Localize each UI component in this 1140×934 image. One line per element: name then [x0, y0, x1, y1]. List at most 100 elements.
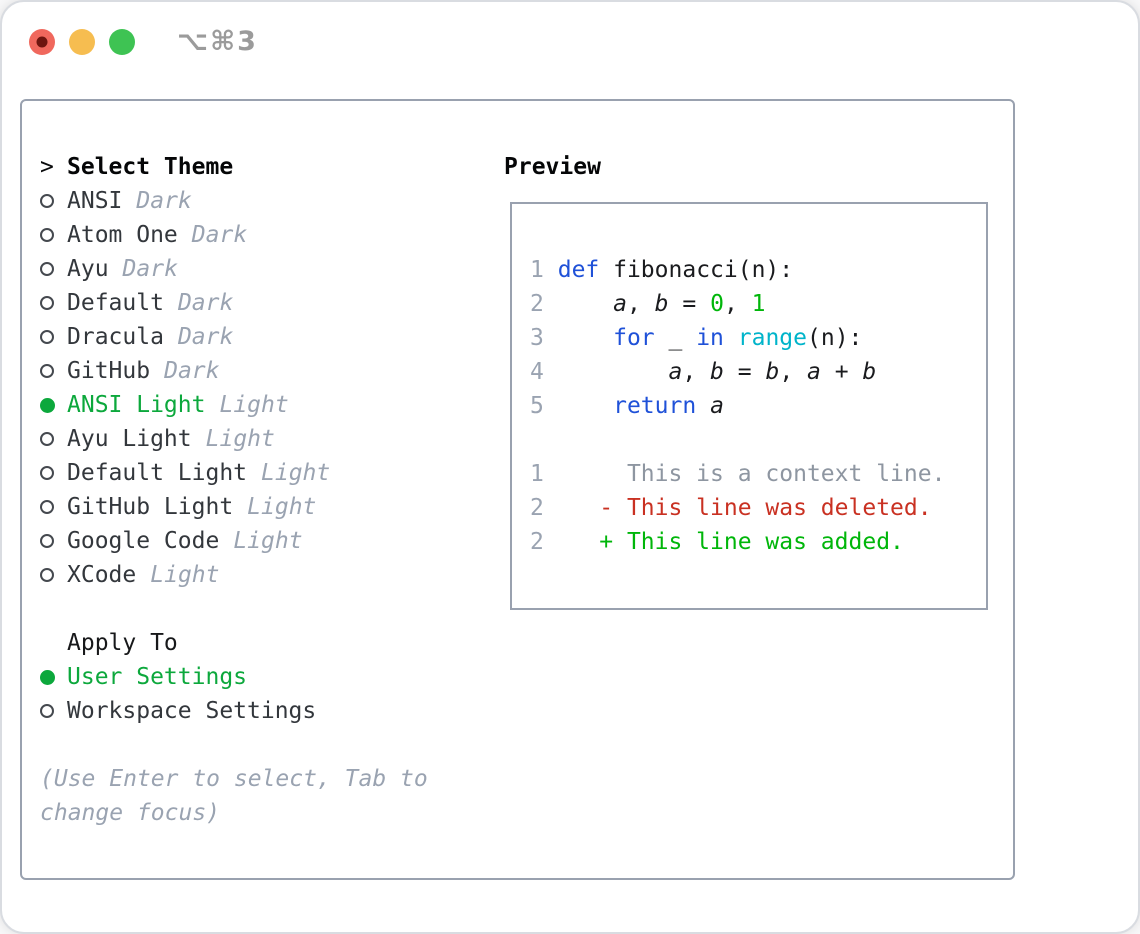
radio-marker-box [40, 432, 67, 446]
unsaved-changes-dot [36, 36, 48, 47]
maximize-button[interactable] [109, 28, 135, 55]
radio-marker-box [40, 194, 67, 208]
code-token: b [765, 359, 780, 385]
radio-marker-box [40, 568, 67, 582]
code-token: b [862, 359, 877, 385]
code-token [544, 257, 558, 283]
theme-variant-label: Light [205, 426, 275, 452]
theme-option-label: Atom One [67, 222, 178, 248]
theme-variant-label: Dark [177, 324, 234, 350]
code-token: 1 [751, 291, 766, 317]
code-token: b [654, 291, 669, 317]
radio-marker-box [40, 704, 67, 718]
code-token: range [737, 325, 808, 351]
radio-icon [40, 194, 54, 208]
blank-line [530, 423, 986, 457]
code-token: , [626, 291, 655, 317]
theme-option-label: GitHub [67, 358, 151, 384]
theme-option-label: Google Code [67, 528, 220, 554]
theme-option-label: GitHub Light [67, 494, 234, 520]
radio-icon [40, 296, 54, 310]
radio-marker-box [40, 669, 67, 685]
radio-selected-icon [40, 669, 55, 685]
select-theme-title: Select Theme [67, 154, 234, 180]
code-token: a [613, 291, 627, 317]
line-number: 1 [530, 257, 544, 283]
code-token: (n): [807, 325, 863, 351]
window-titlebar: ⌥⌘3 [29, 26, 258, 57]
code-token [696, 393, 710, 419]
radio-marker-box [40, 330, 67, 344]
code-token: , [682, 359, 711, 385]
code-token: + This line was added. [543, 529, 904, 555]
theme-option-github-light[interactable]: GitHub Light Light [40, 490, 490, 524]
code-token: fibonacci(n): [599, 257, 794, 283]
apply-option-label: Workspace Settings [67, 698, 317, 724]
minimize-button[interactable] [69, 28, 95, 55]
diff-line: 1 This is a context line. [530, 457, 986, 491]
code-token: def [557, 257, 600, 283]
code-token: - This line was deleted. [543, 495, 932, 521]
line-number: 3 [530, 325, 544, 351]
theme-variant-label: Light [247, 494, 317, 520]
code-token: a [807, 359, 821, 385]
radio-icon [40, 364, 54, 378]
code-token [544, 325, 613, 351]
apply-option-workspace-settings[interactable]: Workspace Settings [40, 694, 490, 728]
theme-variant-label: Light [150, 562, 220, 588]
code-token: 0 [710, 291, 724, 317]
theme-option-label: Default Light [67, 460, 248, 486]
theme-option-ayu[interactable]: Ayu Dark [40, 252, 490, 286]
theme-variant-label: Light [233, 528, 303, 554]
line-number: 5 [530, 393, 544, 419]
code-token: This is a context line. [543, 461, 946, 487]
apply-to-label: Apply To [40, 626, 490, 660]
apply-option-user-settings[interactable]: User Settings [40, 660, 490, 694]
code-token: a [668, 359, 683, 385]
code-line: 3 for _ in range(n): [530, 321, 986, 355]
code-token: , [779, 359, 808, 385]
code-token: + [820, 359, 863, 385]
radio-marker-box [40, 262, 67, 276]
theme-option-label: ANSI Light [67, 392, 206, 418]
theme-option-google-code[interactable]: Google Code Light [40, 524, 490, 558]
code-token: = [723, 359, 766, 385]
line-number: 4 [530, 359, 544, 385]
code-token: b [710, 359, 724, 385]
radio-icon [40, 704, 54, 718]
code-token [544, 291, 613, 317]
theme-variant-label: Dark [122, 256, 178, 282]
close-button[interactable] [29, 28, 55, 55]
diff-line: 2 + This line was added. [530, 525, 986, 559]
code-token: for [613, 325, 655, 351]
apply-to-title: Apply To [67, 630, 178, 656]
radio-icon [40, 228, 54, 242]
theme-variant-label: Dark [164, 358, 220, 384]
code-token [544, 393, 613, 419]
theme-option-ansi-light[interactable]: ANSI Light Light [40, 388, 490, 422]
radio-marker-box [40, 296, 67, 310]
code-token: in [696, 325, 724, 351]
select-theme-header: >Select Theme [40, 150, 490, 184]
code-token: a [710, 393, 724, 419]
hint-line-1: (Use Enter to select, Tab to [40, 766, 428, 792]
theme-option-label: Ayu [67, 256, 109, 282]
radio-marker-box [40, 500, 67, 514]
theme-variant-label: Dark [177, 290, 234, 316]
theme-variant-label: Light [219, 392, 289, 418]
code-token [724, 325, 738, 351]
radio-icon [40, 534, 54, 548]
radio-marker-box [40, 397, 67, 413]
radio-icon [40, 330, 54, 344]
line-number: 1 [530, 461, 544, 487]
theme-option-github[interactable]: GitHub Dark [40, 354, 490, 388]
